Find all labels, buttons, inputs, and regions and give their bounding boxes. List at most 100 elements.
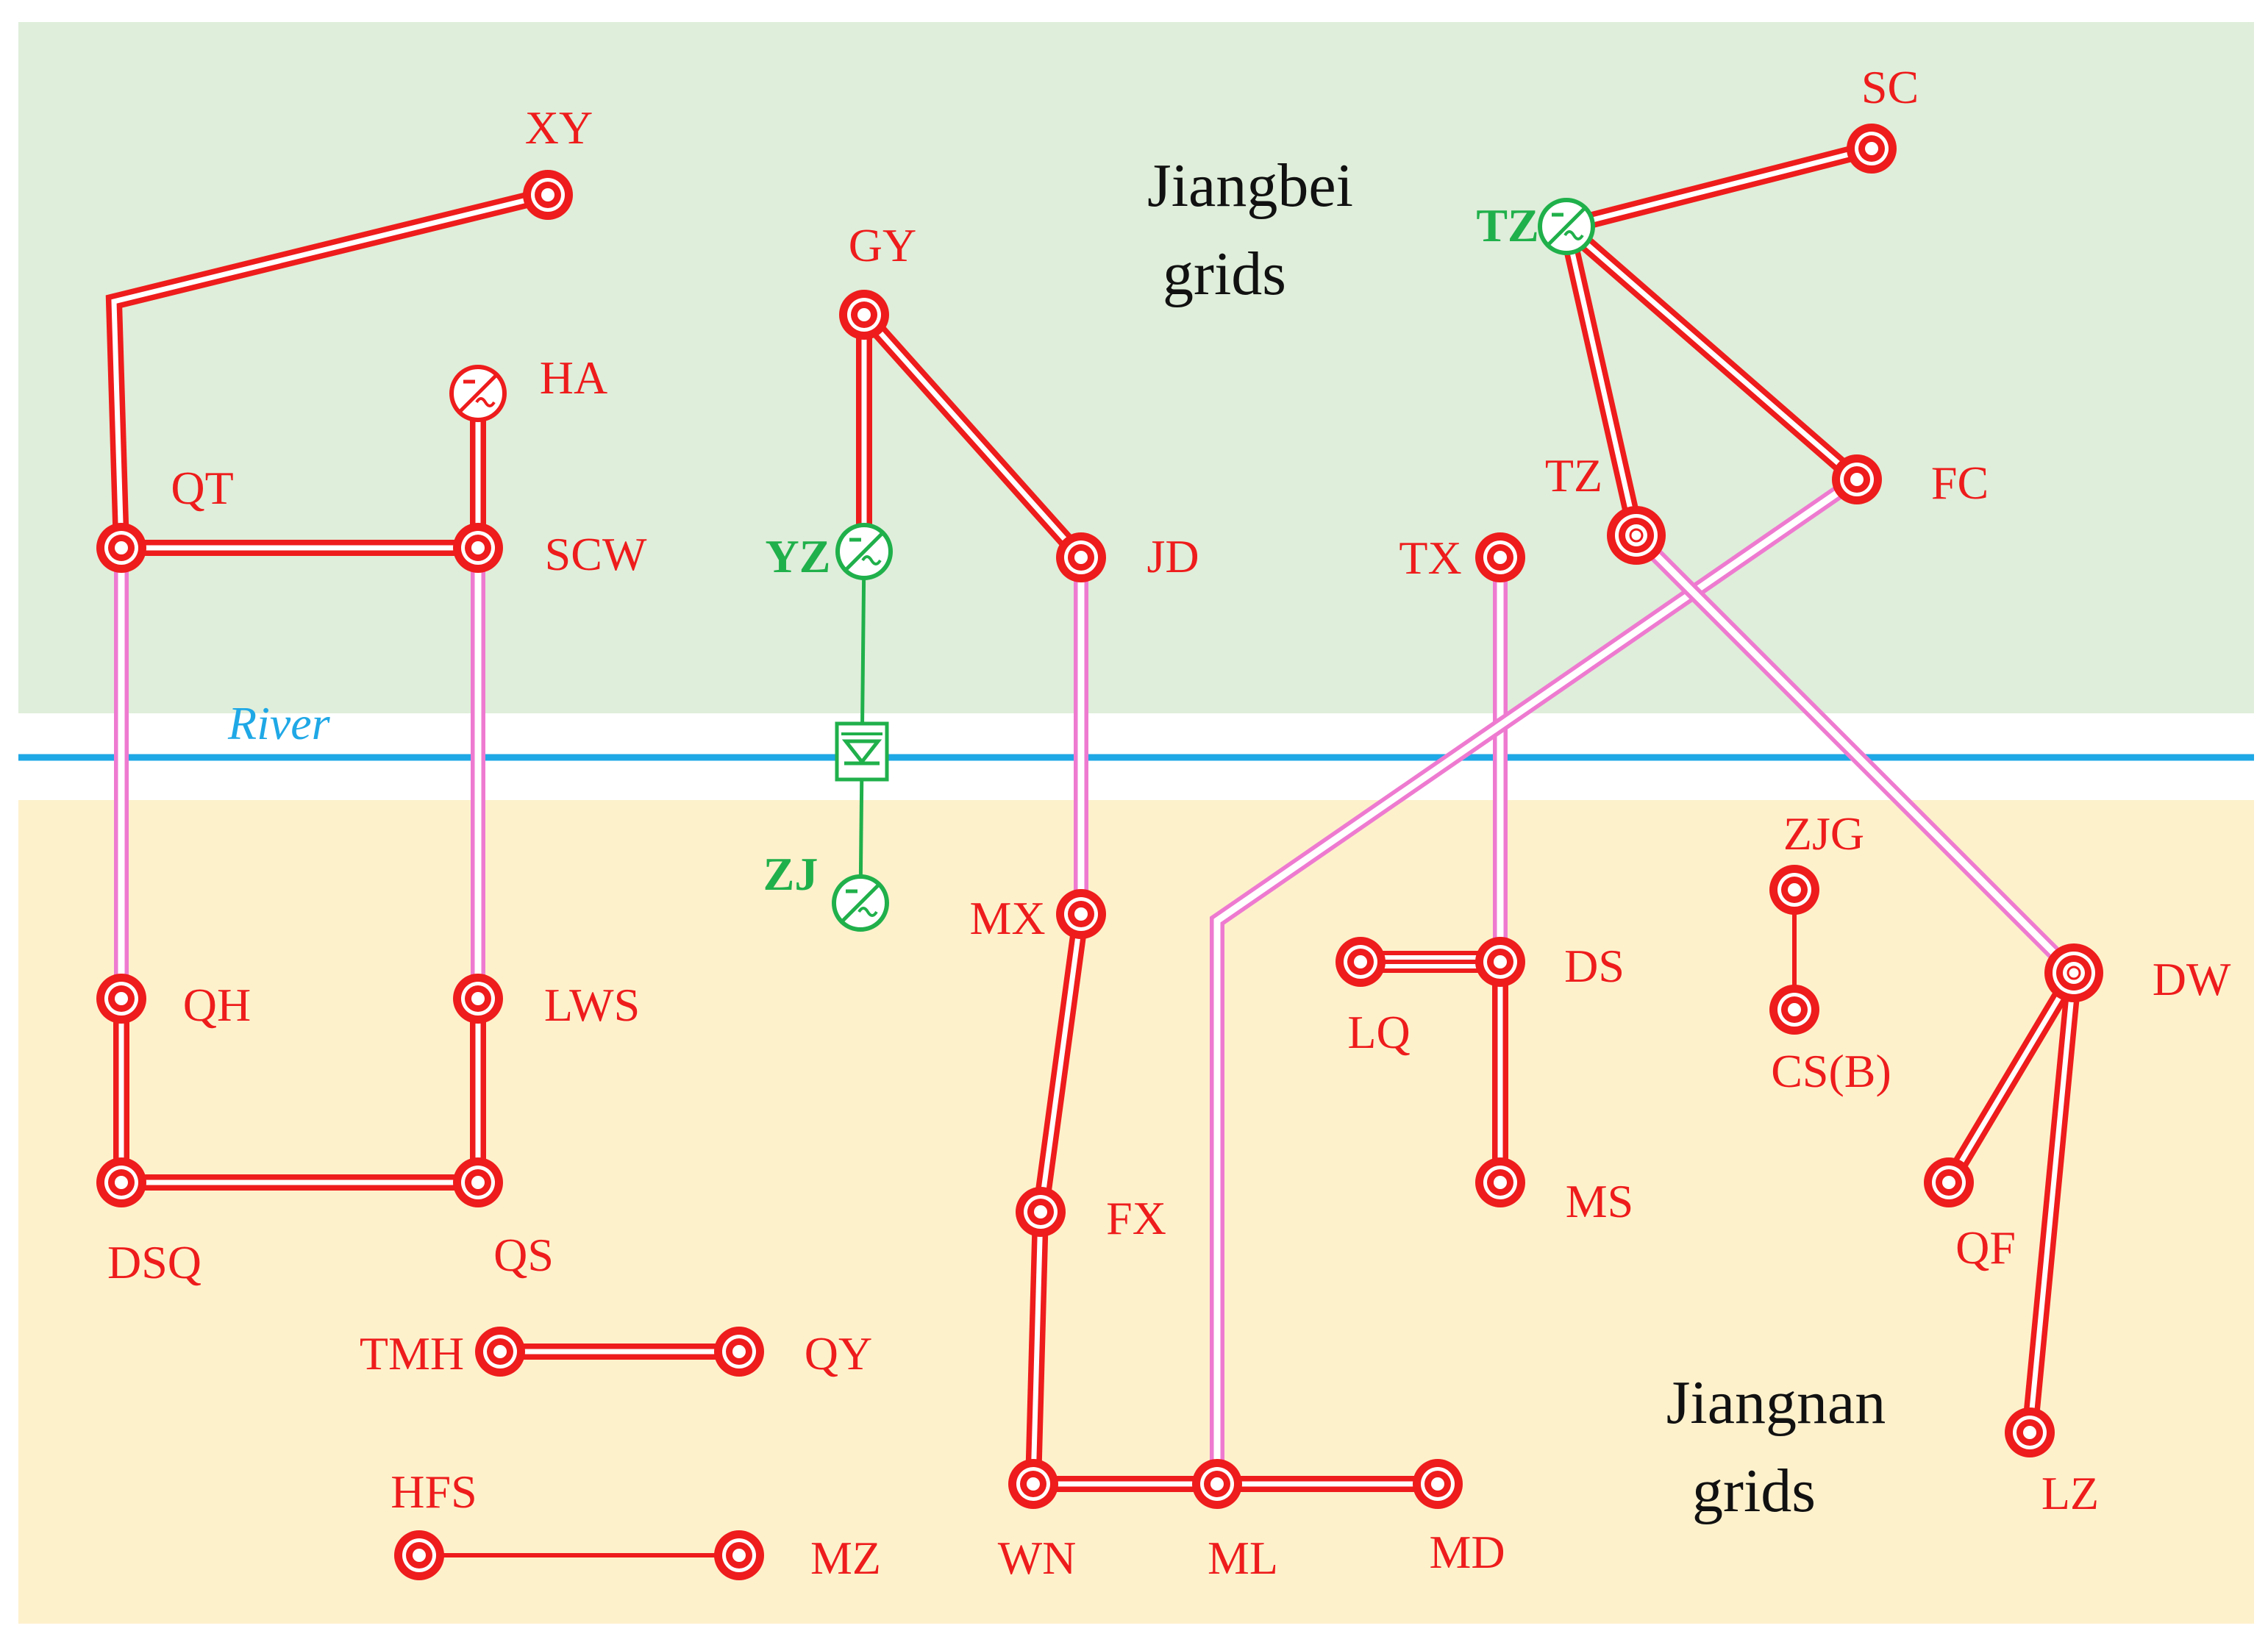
node-yz-generator-wave (861, 555, 882, 565)
node-zjg-ring-core (1788, 883, 1801, 896)
jiangnan-label-line1: Jiangnan (1666, 1369, 1886, 1437)
node-csb-label: CS(B) (1771, 1045, 1891, 1097)
line-qt-xy (105, 187, 550, 549)
node-dsq: DSQ (96, 1157, 202, 1288)
node-yz-generator-slash (845, 532, 883, 571)
node-tzg: TZ (1476, 198, 1595, 255)
node-tx: TX (1399, 532, 1525, 584)
node-dw-ring-extra (2066, 966, 2081, 980)
line-tzg-tz-inner (1563, 226, 1639, 536)
node-qh: QH (96, 974, 251, 1031)
node-jd: JD (1056, 530, 1199, 582)
node-ha-generator-slash (459, 374, 497, 413)
node-zj-generator-wave (857, 907, 878, 917)
node-lws-ring-core (471, 992, 485, 1005)
node-ml-ring-core (1210, 1477, 1224, 1491)
node-lz-label: LZ (2041, 1467, 2099, 1519)
node-sc-ring-core (1865, 142, 1878, 155)
node-csb-ring-core (1788, 1003, 1801, 1016)
node-mx: MX (969, 889, 1106, 944)
node-ms: MS (1475, 1157, 1633, 1227)
node-ha-label: HA (540, 352, 607, 404)
node-wn: WN (998, 1459, 1077, 1584)
node-ml-label: ML (1208, 1532, 1278, 1584)
node-sc: SC (1847, 61, 1919, 174)
node-ml: ML (1192, 1459, 1278, 1584)
node-mz: MZ (714, 1530, 881, 1584)
node-tx-label: TX (1399, 532, 1461, 584)
node-wn-label: WN (998, 1532, 1077, 1584)
node-md-label: MD (1429, 1526, 1505, 1578)
node-jd-ring-core (1074, 551, 1088, 564)
node-tmh: TMH (360, 1327, 525, 1380)
node-qt-label: QT (171, 462, 233, 514)
converter-layer (835, 721, 889, 782)
node-tz-ring-core (1625, 524, 1647, 546)
river-label: River (227, 697, 331, 749)
node-qt: QT (96, 462, 234, 573)
line-tzg-tz (1558, 224, 1644, 538)
node-sc-label: SC (1861, 61, 1919, 113)
node-fc-label: FC (1931, 457, 1989, 509)
node-csb: CS(B) (1769, 985, 1891, 1097)
node-tx-ring-core (1494, 551, 1507, 564)
line-mx-fx (1033, 913, 1089, 1213)
node-lq-label: LQ (1347, 1006, 1410, 1058)
node-mx-label: MX (969, 892, 1045, 944)
jiangnan-label-line2: grids (1692, 1457, 1816, 1525)
jiangbei-region (18, 22, 2254, 713)
node-qf-label: QF (1955, 1221, 2016, 1274)
node-lz: LZ (2005, 1407, 2099, 1519)
diode-triangle (841, 739, 882, 766)
node-gy: GY (839, 219, 916, 340)
node-fc: FC (1832, 454, 1989, 509)
substations: XY QT HA SCW GY YZ JD TZ SC TZ FC TX ZJ MX QH LWS DSQ QS T… (96, 61, 2231, 1584)
node-gy-label: GY (849, 219, 916, 271)
node-xy-label: XY (525, 101, 593, 154)
node-qh-ring-core (115, 992, 128, 1005)
node-lz-ring-core (2023, 1426, 2036, 1439)
node-hfs: HFS (391, 1466, 477, 1580)
node-qs: QS (453, 1157, 554, 1281)
node-fx: FX (1016, 1187, 1166, 1244)
jiangbei-label-line2: grids (1163, 240, 1286, 308)
node-fc-ring-core (1850, 473, 1864, 486)
node-qy-ring-core (732, 1345, 746, 1358)
node-ds-label: DS (1564, 940, 1625, 992)
node-tz: TZ (1545, 449, 1666, 565)
line-dw-qf (1941, 968, 2081, 1187)
line-fc-ml (1210, 473, 1861, 1484)
node-scw: SCW (453, 523, 647, 580)
node-dsq-label: DSQ (107, 1236, 202, 1288)
node-hfs-label: HFS (391, 1466, 477, 1518)
node-zjg: ZJG (1769, 807, 1864, 915)
node-zj-generator-slash (841, 884, 880, 922)
line-tzg-fc-inner (1564, 224, 1859, 482)
node-md-ring-core (1431, 1477, 1444, 1491)
node-tmh-label: TMH (360, 1327, 464, 1380)
transmission-lines (105, 140, 2082, 1557)
node-tzg-generator-slash (1547, 207, 1586, 246)
node-tzg-generator-wave (1563, 230, 1584, 240)
line-tzg-sc (1564, 140, 1874, 235)
node-dsq-ring-core (115, 1176, 128, 1189)
node-zj: ZJ (763, 848, 889, 932)
line-gy-jd-inner (862, 313, 1083, 560)
node-qs-label: QS (493, 1229, 554, 1281)
line-dw-lz (2022, 971, 2082, 1434)
node-zj-label: ZJ (763, 848, 819, 900)
node-lws-label: LWS (544, 979, 640, 1031)
node-yz: YZ (766, 523, 893, 582)
line-mx-fx-inner (1038, 913, 1084, 1213)
node-xy-ring-core (541, 188, 554, 201)
node-qf-ring-core (1942, 1176, 1955, 1189)
line-dw-qf-inner (1946, 971, 2077, 1184)
node-ds-ring-core (1494, 955, 1507, 968)
node-qy: QY (714, 1327, 872, 1380)
node-wn-ring-core (1027, 1477, 1040, 1491)
node-ha: HA (449, 352, 607, 422)
jiangbei-label-line1: Jiangbei (1147, 151, 1353, 220)
node-qh-label: QH (183, 979, 251, 1031)
node-mx-ring-core (1074, 907, 1088, 921)
line-fx-wn (1025, 1211, 1049, 1485)
